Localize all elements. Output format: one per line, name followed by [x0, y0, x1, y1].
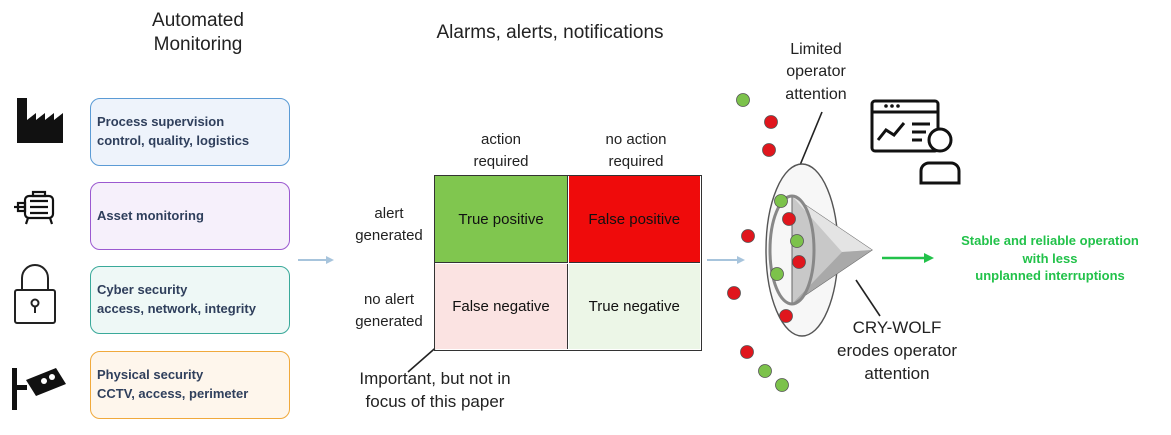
- cell-false-negative: False negative: [435, 263, 568, 349]
- red-alert-dot: [762, 143, 776, 157]
- green-alert-dot: [774, 194, 788, 208]
- asset-monitoring-box: Asset monitoring: [90, 182, 290, 250]
- box-label: Asset monitoring: [97, 207, 204, 223]
- green-alert-dot: [758, 364, 772, 378]
- green-alert-dot: [736, 93, 750, 107]
- arrow-to-matrix: [298, 256, 334, 264]
- limited-attention-label: Limited operator attention: [785, 41, 847, 103]
- red-alert-dot: [782, 212, 796, 226]
- red-alert-dot: [727, 286, 741, 300]
- process-supervision-box: Process supervision control, quality, lo…: [90, 98, 290, 166]
- green-alert-dot: [775, 378, 789, 392]
- box-label: Process supervision control, quality, lo…: [97, 114, 250, 148]
- box-label: Cyber security access, network, integrit…: [97, 282, 256, 316]
- cell-true-positive: True positive: [435, 176, 568, 263]
- red-alert-dot: [792, 255, 806, 269]
- red-alert-dot: [740, 345, 754, 359]
- physical-security-box: Physical security CCTV, access, perimete…: [90, 351, 290, 419]
- red-alert-dot: [741, 229, 755, 243]
- green-alert-dot: [770, 267, 784, 281]
- confusion-matrix: True positive False positive False negat…: [434, 175, 702, 351]
- cyber-security-box: Cyber security access, network, integrit…: [90, 266, 290, 334]
- red-alert-dot: [779, 309, 793, 323]
- cell-true-negative: True negative: [568, 263, 700, 349]
- col-header-no-action-required: no action required: [605, 131, 667, 170]
- motor-icon: [14, 190, 55, 225]
- operator-dashboard-icon: [870, 99, 961, 185]
- padlock-icon: [14, 264, 56, 324]
- cell-false-positive: False positive: [568, 176, 700, 263]
- row-header-no-alert-generated: no alert generated: [355, 291, 423, 330]
- alert-dots: [727, 93, 806, 392]
- row-header-alert-generated: alert generated: [355, 205, 423, 244]
- result-text: Stable and reliable operation with less …: [961, 233, 1139, 284]
- cry-wolf-label: CRY-WOLF erodes operator attention: [836, 318, 958, 383]
- arrow-to-funnel: [707, 256, 745, 264]
- factory-icon: [17, 98, 63, 143]
- automated-monitoring-title: Automated Monitoring: [152, 10, 244, 56]
- red-alert-dot: [764, 115, 778, 129]
- arrow-to-result: [882, 253, 934, 263]
- cry-wolf-pointer: [855, 279, 881, 317]
- matrix-title: Alarms, alerts, notifications: [436, 22, 664, 43]
- cctv-camera-icon: [12, 368, 66, 410]
- green-alert-dot: [790, 234, 804, 248]
- col-header-action-required: action required: [473, 131, 529, 170]
- attention-funnel: [765, 163, 873, 337]
- limited-attention-pointer: [797, 111, 823, 171]
- note-not-in-focus: Important, but not in focus of this pape…: [359, 369, 511, 411]
- box-label: Physical security CCTV, access, perimete…: [97, 367, 249, 401]
